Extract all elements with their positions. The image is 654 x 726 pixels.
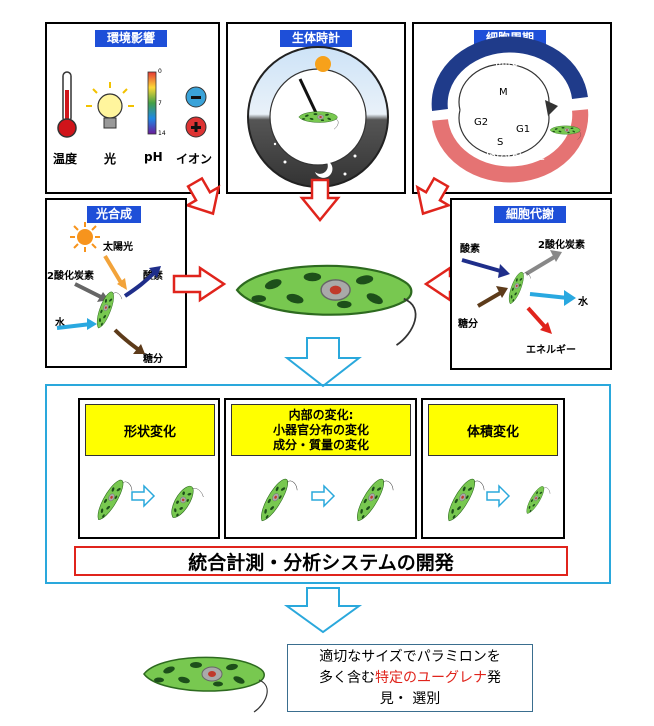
metabolism-arrows <box>461 250 576 334</box>
internal-change-label: 内部の変化: 小器官分布の変化 成分・質量の変化 <box>231 404 411 456</box>
phase-g1: G1 <box>516 124 531 135</box>
ph-tick-0: 0 <box>158 68 162 75</box>
metab-sugar-label: 糖分 <box>458 319 478 330</box>
result-box: 適切なサイズでパラミロンを 多く含む特定のユーグレナ発 見・ 選別 <box>287 644 533 712</box>
result-line2c: 発 <box>487 670 501 686</box>
internal-change-illustration <box>255 474 397 529</box>
system-title-box: 統合計測・分析システムの開発 <box>74 546 568 576</box>
metab-energy-label: エネルギー <box>526 345 576 356</box>
photosynthesis-panel: 光合成 <box>45 198 187 368</box>
metab-water-label: 水 <box>578 297 588 308</box>
light-label: 光 <box>104 152 117 166</box>
result-line1: 適切なサイズでパラミロンを <box>319 649 501 665</box>
ph-label: pH <box>144 150 163 164</box>
sun-icon <box>70 222 100 252</box>
water-label: 水 <box>55 318 65 329</box>
photosynthesis-title: 光合成 <box>87 206 141 223</box>
right-arrow-red <box>172 265 227 303</box>
down-arrow-red-right <box>415 176 452 216</box>
day-night-clock-icon <box>247 46 389 188</box>
shape-change-label: 形状変化 <box>85 404 215 456</box>
environment-title: 環境影響 <box>95 30 167 47</box>
thermometer-icon <box>57 71 77 138</box>
mitosis-label: Mitosis <box>495 56 534 69</box>
ph-scale-icon <box>147 71 157 135</box>
metab-o2-label: 酸素 <box>460 244 480 255</box>
down-arrow-cyan-2 <box>283 587 363 634</box>
ph-tick-7: 7 <box>158 100 162 107</box>
selected-euglena-icon <box>143 656 268 713</box>
metabolism-panel: 細胞代謝 <box>450 198 612 370</box>
internal-change-line3: 成分・質量の変化 <box>272 437 369 452</box>
volume-change-illustration <box>442 474 552 529</box>
analysis-frame <box>45 384 611 584</box>
down-arrow-red-left <box>184 176 221 216</box>
result-line2: 多く含む特定のユーグレナ発 <box>288 668 532 689</box>
ph-tick-14: 14 <box>158 130 166 137</box>
volume-change-label: 体積変化 <box>428 404 558 456</box>
result-line2a: 多く含む <box>319 670 375 686</box>
down-arrow-cyan-1 <box>284 337 362 388</box>
central-euglena-icon <box>235 264 417 347</box>
shape-change-illustration <box>92 475 206 528</box>
clock-title: 生体時計 <box>280 30 352 47</box>
phase-s: S <box>497 137 504 148</box>
result-line3: 見・ 選別 <box>379 691 441 707</box>
interphase-label: Interphase <box>486 150 546 163</box>
down-arrow-red-center <box>299 178 341 222</box>
temp-label: 温度 <box>53 152 78 166</box>
internal-change-line2: 小器官分布の変化 <box>272 422 369 437</box>
phase-g2: G2 <box>474 117 489 128</box>
environment-panel: 環境影響 <box>45 22 220 194</box>
lightbulb-icon <box>86 82 134 129</box>
result-highlight: 特定のユーグレナ <box>375 670 487 686</box>
ion-icon <box>185 86 207 138</box>
sunlight-label: 太陽光 <box>103 242 133 253</box>
photosynthesis-arrows <box>56 254 161 354</box>
ion-label: イオン <box>176 152 213 166</box>
sugar-label: 糖分 <box>143 354 163 365</box>
phase-m: M <box>499 87 508 98</box>
internal-change-line1: 内部の変化: <box>288 407 354 422</box>
cell-cycle-diagram-icon <box>431 36 589 183</box>
metab-co2-label: 2酸化炭素 <box>538 240 585 251</box>
system-title: 統合計測・分析システムの開発 <box>188 551 454 574</box>
metabolism-title: 細胞代謝 <box>494 206 566 223</box>
co2-label: 2酸化炭素 <box>47 271 94 282</box>
